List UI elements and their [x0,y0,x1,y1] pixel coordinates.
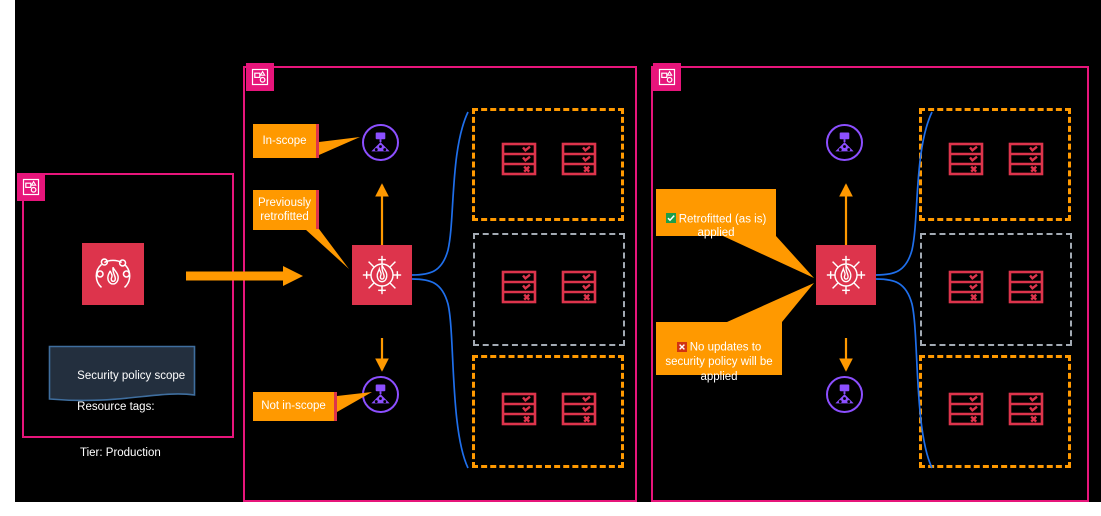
callout-not-in-scope-label: Not in-scope [261,400,326,413]
resource-group-icon [246,63,274,91]
resource-group-in-scope-top [472,108,624,221]
note-line-1: Security policy scope [77,369,186,382]
instances-icon [948,142,984,181]
policy-panel [22,173,234,438]
resource-group-in-scope-top [919,108,1071,221]
callout-no-updates-label: No updates to security policy will be ap… [665,341,773,383]
callout-retrofitted-applied-label: Retrofitted (as is) applied [678,213,767,240]
note-line-3: Tier: Production [80,447,161,460]
client-users-icon [826,376,863,413]
resource-group-icon [17,173,45,201]
resource-group-not-in-scope [920,233,1072,346]
instances-icon [501,392,537,431]
before-panel [243,66,637,502]
resource-group-not-in-scope [473,233,625,346]
client-users-icon [826,124,863,161]
callout-previously-retrofitted-label: Previously retrofitted [257,196,312,223]
aws-waf-icon [816,245,876,305]
instances-icon [1008,270,1044,309]
instances-icon [501,270,537,309]
security-policy-scope-note: Security policy scope Resource tags: Tie… [48,345,196,459]
instances-icon [1008,142,1044,181]
instances-icon [1008,392,1044,431]
green-check-icon [665,199,676,223]
callout-retrofitted-applied: Retrofitted (as is) applied [656,189,776,240]
callout-in-scope: In-scope [253,124,319,158]
instances-icon [501,142,537,181]
instances-icon [948,270,984,309]
instances-icon [948,392,984,431]
resource-group-in-scope-bottom [919,355,1071,468]
note-line-2: Resource tags: [77,400,155,413]
red-cross-icon [676,327,687,352]
aws-waf-icon [352,245,412,305]
callout-in-scope-label: In-scope [262,134,307,147]
aws-firewall-manager-icon [82,243,144,305]
instances-icon [561,142,597,181]
instances-icon [561,392,597,431]
resource-group-icon [653,63,681,91]
after-panel [651,66,1089,502]
client-users-icon [362,124,399,161]
callout-no-updates: No updates to security policy will be ap… [656,322,782,383]
instances-icon [561,270,597,309]
client-users-icon [362,376,399,413]
callout-previously-retrofitted: Previously retrofitted [253,190,319,230]
resource-group-in-scope-bottom [472,355,624,468]
callout-not-in-scope: Not in-scope [253,392,337,421]
